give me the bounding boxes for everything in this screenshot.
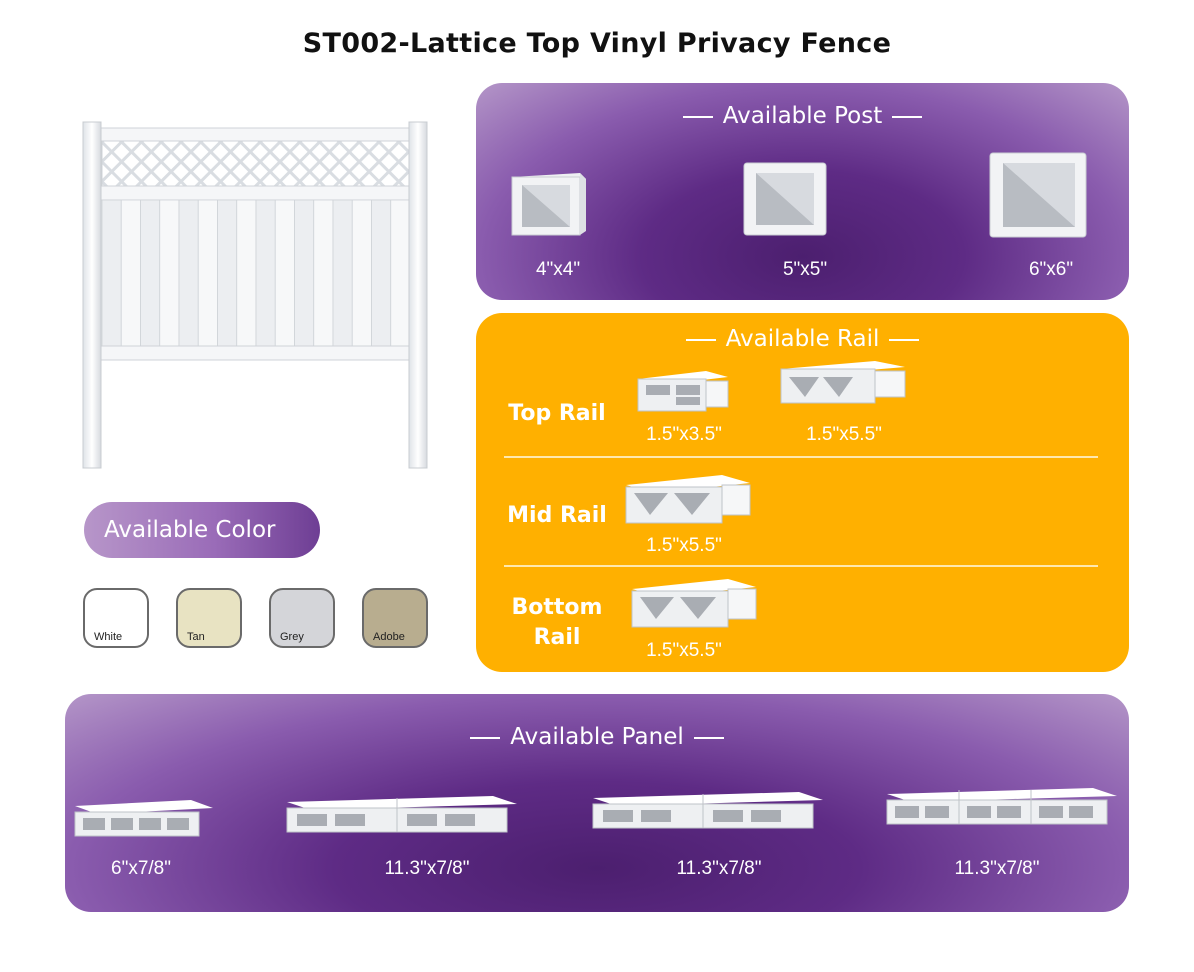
available-post-section: Available Post 4"x4" 5"x5" 6"x6" bbox=[476, 83, 1129, 300]
swatch-label: White bbox=[94, 631, 123, 643]
panel-size-label: 11.3"x7/8" bbox=[954, 858, 1040, 879]
top-rail-3-5-image bbox=[637, 371, 729, 412]
post-5x5-image bbox=[743, 162, 827, 236]
swatch-adobe[interactable]: Adobe bbox=[362, 588, 428, 648]
bottom-rail-image bbox=[631, 579, 757, 628]
top-rail-label: Top Rail bbox=[508, 401, 606, 426]
bottom-rail-label-line1: Bottom bbox=[511, 595, 603, 620]
rail-divider bbox=[504, 456, 1098, 458]
post-size-label: 6"x6" bbox=[1028, 259, 1074, 280]
swatch-label: Grey bbox=[280, 631, 304, 643]
swatch-label: Adobe bbox=[373, 631, 405, 643]
page-title: ST002-Lattice Top Vinyl Privacy Fence bbox=[302, 28, 892, 59]
rail-size-label: 1.5"x5.5" bbox=[646, 535, 722, 556]
panel-size-label: 11.3"x7/8" bbox=[384, 858, 470, 879]
rail-divider bbox=[504, 565, 1098, 567]
panel-11-3-image-2 bbox=[592, 792, 823, 829]
fence-image bbox=[82, 121, 428, 469]
panel-11-3-image-3 bbox=[886, 788, 1117, 825]
post-size-label: 4"x4" bbox=[535, 259, 581, 280]
panel-size-label: 6"x7/8" bbox=[111, 858, 171, 879]
available-post-heading: Available Post bbox=[476, 103, 1129, 129]
post-4x4-image bbox=[511, 173, 586, 236]
rail-size-label: 1.5"x3.5" bbox=[646, 424, 722, 445]
available-rail-section: Available Rail Top Rail 1.5"x3.5" 1.5"x5… bbox=[476, 313, 1129, 672]
mid-rail-image bbox=[625, 475, 751, 524]
bottom-rail-label: Bottom Rail bbox=[494, 593, 620, 653]
available-panel-section: Available Panel 6"x bbox=[65, 694, 1129, 912]
swatch-grey[interactable]: Grey bbox=[269, 588, 335, 648]
bottom-rail-label-line2: Rail bbox=[533, 625, 581, 650]
mid-rail-label: Mid Rail bbox=[507, 503, 607, 528]
panel-size-label: 11.3"x7/8" bbox=[676, 858, 762, 879]
available-rail-heading: Available Rail bbox=[476, 326, 1129, 352]
panel-6-image bbox=[74, 800, 213, 837]
swatch-tan[interactable]: Tan bbox=[176, 588, 242, 648]
post-size-label: 5"x5" bbox=[782, 259, 828, 280]
rail-size-label: 1.5"x5.5" bbox=[806, 424, 882, 445]
available-panel-heading: Available Panel bbox=[65, 724, 1129, 750]
post-6x6-image bbox=[989, 152, 1087, 238]
top-rail-5-5-image bbox=[780, 361, 906, 404]
swatch-white[interactable]: White bbox=[83, 588, 149, 648]
panel-11-3-image-1 bbox=[286, 796, 517, 833]
rail-size-label: 1.5"x5.5" bbox=[646, 640, 722, 661]
available-color-heading: Available Color bbox=[84, 502, 320, 558]
swatch-label: Tan bbox=[187, 631, 205, 643]
